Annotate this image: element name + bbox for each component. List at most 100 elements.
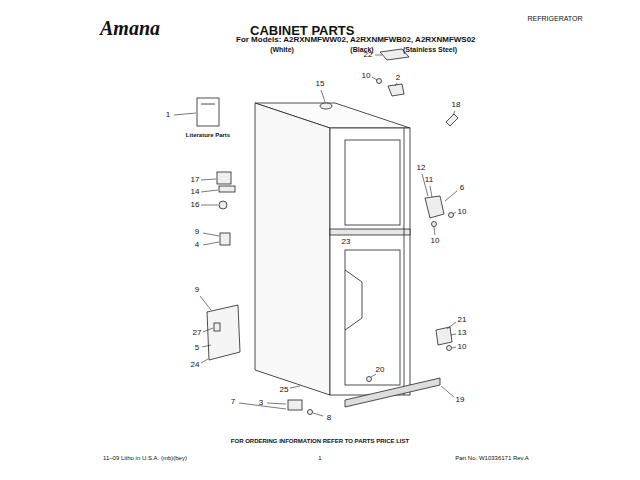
leveling-leg <box>288 400 302 410</box>
washer <box>219 201 227 209</box>
door-stop <box>446 114 458 126</box>
top-hinge <box>388 84 404 96</box>
callout-number: 10 <box>362 72 371 80</box>
plug <box>320 103 332 109</box>
screw <box>449 213 454 218</box>
leader-line <box>375 55 382 56</box>
callout-number: 9 <box>195 286 199 294</box>
screw <box>308 410 313 415</box>
leader-line <box>200 296 211 310</box>
handle-cap <box>217 172 231 184</box>
leader-line <box>395 83 397 86</box>
callout-number: 6 <box>460 184 464 192</box>
leader-line <box>203 242 219 245</box>
model-color: (White) <box>270 46 294 53</box>
footer-note: 11–09 Litho in U.S.A. (mb)(bey) <box>103 455 187 461</box>
model-color: (Stainless Steel) <box>403 46 457 53</box>
footer-note: FOR ORDERING INFORMATION REFER TO PARTS … <box>231 438 409 444</box>
callout-number: 21 <box>458 316 467 324</box>
literature-book <box>197 98 219 126</box>
callout-number: 9 <box>195 228 199 236</box>
callout-number: 7 <box>231 398 235 406</box>
callout-number: 20 <box>376 366 385 374</box>
page-number: 1 <box>318 455 321 461</box>
leader-line <box>447 322 456 329</box>
callout-number: 24 <box>191 361 200 369</box>
book-line <box>201 104 215 105</box>
freezer-liner <box>345 140 400 225</box>
parts <box>197 49 458 415</box>
callout-number: 23 <box>342 238 351 246</box>
part-number: Part No. W10336171 Rev.A <box>455 455 529 461</box>
leader-line <box>441 386 454 397</box>
leader-line <box>313 413 323 416</box>
leader-line <box>201 179 216 180</box>
callout-number: 15 <box>316 80 325 88</box>
cabinet-side <box>255 103 330 395</box>
callout-number: 10 <box>458 343 467 351</box>
callout-number: 14 <box>191 188 200 196</box>
diagram-title: CABINET PARTS <box>250 24 354 37</box>
leader-line <box>321 90 325 102</box>
leader-lines <box>174 55 457 416</box>
leader-line <box>372 77 377 80</box>
center-hinge <box>425 196 444 218</box>
callout-number: 5 <box>195 344 199 352</box>
callout-number: 13 <box>458 329 467 337</box>
callout-number: 1 <box>166 111 170 119</box>
callout-number: 10 <box>431 237 440 245</box>
clip <box>220 233 230 245</box>
part-caption: Literature Parts <box>186 132 230 138</box>
front-flange <box>404 128 405 395</box>
callout-number: 10 <box>458 208 467 216</box>
leader-line <box>371 374 376 377</box>
leader-line <box>451 334 456 335</box>
page-header: REFRIGERATOR <box>528 15 583 22</box>
leader-line <box>453 212 456 214</box>
callout-number: 18 <box>452 101 461 109</box>
toe-grille <box>345 378 440 407</box>
leader-line <box>201 359 208 363</box>
callout-number: 16 <box>191 201 200 209</box>
leader-line <box>430 186 432 197</box>
leader-line <box>201 190 218 192</box>
brand-logo: Amana <box>100 18 160 38</box>
bracket-tab <box>214 323 220 331</box>
callout-number: 11 <box>425 176 433 184</box>
leader-line <box>203 233 219 236</box>
leader-line <box>434 227 435 235</box>
cabinet <box>255 103 410 395</box>
bottom-hinge <box>436 327 452 345</box>
screw <box>432 222 437 227</box>
leader-line <box>203 328 213 332</box>
screw <box>447 346 452 351</box>
leader-line <box>453 111 455 115</box>
leader-line <box>202 345 211 347</box>
leader-line <box>174 113 196 115</box>
model-list: For Models: A2RXNMFWW02, A2RXNMFWB02, A2… <box>236 36 476 44</box>
fresh-food-liner <box>345 250 400 385</box>
callout-number: 8 <box>327 414 331 422</box>
cabinet-front <box>330 128 410 395</box>
leader-line <box>267 403 286 404</box>
callout-number: 17 <box>191 176 200 184</box>
screw <box>367 377 372 382</box>
leader-line <box>290 386 300 388</box>
leader-line <box>201 205 218 206</box>
handle-mount <box>219 186 235 192</box>
callout-number: 3 <box>259 399 263 407</box>
leader-line <box>445 191 457 201</box>
callout-number: 4 <box>195 241 199 249</box>
callout-number: 2 <box>396 74 400 82</box>
crisper-support <box>345 270 362 330</box>
callout-number: 12 <box>417 164 426 172</box>
leader-line <box>452 347 456 348</box>
divider-bar <box>330 229 410 235</box>
callout-number: 27 <box>193 329 202 337</box>
bracket-plate <box>207 305 240 360</box>
screw <box>377 79 382 84</box>
callout-number: 22 <box>364 51 373 59</box>
callout-number: 19 <box>456 396 465 404</box>
